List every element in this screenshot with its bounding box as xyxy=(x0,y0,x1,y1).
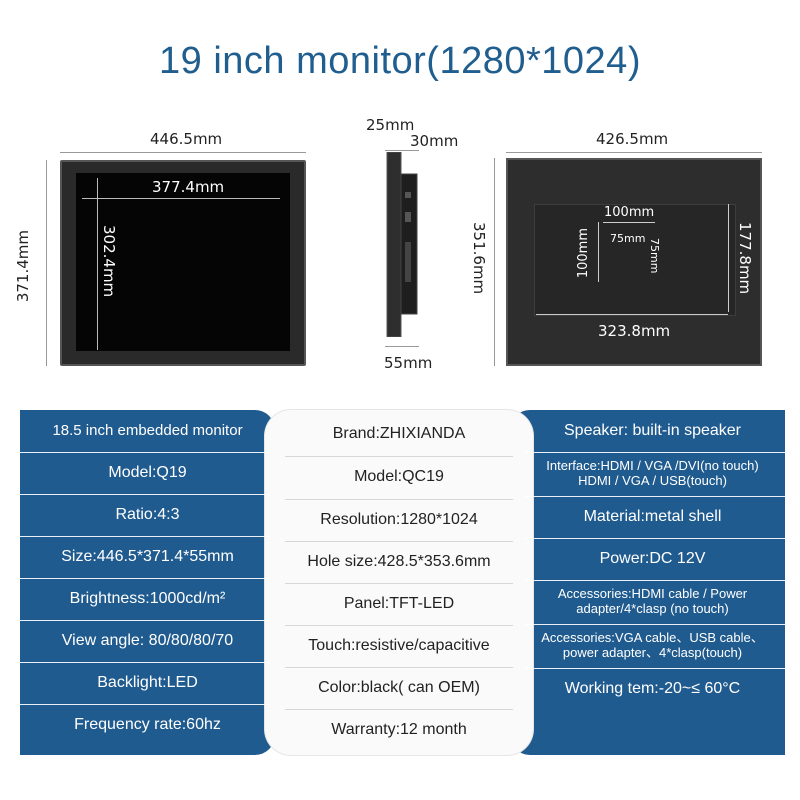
spec-right-3: Power:DC 12V xyxy=(599,549,706,567)
side-top-line xyxy=(385,150,419,151)
spec-left-sep xyxy=(20,452,270,453)
vesa-outer-vline xyxy=(598,222,599,282)
spec-center-sep xyxy=(285,667,513,668)
spec-center-sep xyxy=(285,625,513,626)
spec-right-sep xyxy=(525,538,785,539)
vesa-outer-line xyxy=(603,222,655,223)
spec-right-sep xyxy=(525,580,785,581)
spec-right-4: Accessories:HDMI cable / Power adapter/4… xyxy=(557,586,748,616)
side-depth-label: 25mm xyxy=(366,116,415,134)
vesa-outer-width-label: 100mm xyxy=(604,205,655,220)
spec-right-0: Speaker: built-in speaker xyxy=(564,421,741,439)
spec-left-7: Frequency rate:60hz xyxy=(74,715,221,733)
front-width-label: 446.5mm xyxy=(150,130,223,148)
side-bezel-label: 30mm xyxy=(410,132,459,150)
spec-center-sep xyxy=(285,499,513,500)
screen-width-line xyxy=(82,198,280,199)
back-mount-plate xyxy=(534,204,736,316)
spec-left-4: Brightness:1000cd/m² xyxy=(69,589,226,607)
spec-center-sep xyxy=(285,583,513,584)
vesa-inner-width-label: 75mm xyxy=(610,232,646,245)
vesa-outer-height-label: 100mm xyxy=(576,228,591,279)
spec-right-6: Working tem:-20~≤ 60°C xyxy=(564,679,741,697)
back-width-line xyxy=(506,152,762,153)
spec-center-1: Model:QC19 xyxy=(354,467,444,485)
spec-left-3: Size:446.5*371.4*55mm xyxy=(61,547,234,565)
spec-left-0: 18.5 inch embedded monitor xyxy=(52,422,243,440)
spec-left-sep xyxy=(20,578,270,579)
front-height-line xyxy=(46,160,47,366)
plate-width-label: 323.8mm xyxy=(598,322,671,340)
spec-left-sep xyxy=(20,536,270,537)
spec-center-2: Resolution:1280*1024 xyxy=(320,510,478,528)
spec-right-sep xyxy=(525,452,785,453)
spec-right-1: Interface:HDMI / VGA /DVI(no touch) HDMI… xyxy=(546,458,759,488)
spec-right-sep xyxy=(525,668,785,669)
spec-left-6: Backlight:LED xyxy=(97,673,198,691)
spec-left-1: Model:Q19 xyxy=(108,463,187,481)
spec-right-sep xyxy=(525,624,785,625)
spec-center-0: Brand:ZHIXIANDA xyxy=(332,424,466,442)
spec-right-2: Material:metal shell xyxy=(583,507,722,525)
plate-width-line xyxy=(536,314,728,315)
spec-left-sep xyxy=(20,662,270,663)
spec-center-sep xyxy=(285,709,513,710)
monitor-screen xyxy=(76,173,290,351)
spec-left-5: View angle: 80/80/80/70 xyxy=(61,631,234,649)
back-height-label: 351.6mm xyxy=(470,222,488,295)
spec-panel-left xyxy=(20,410,275,755)
spec-center-sep xyxy=(285,456,513,457)
spec-center-4: Panel:TFT-LED xyxy=(343,594,455,612)
monitor-back-view xyxy=(506,158,762,366)
side-bottom-line xyxy=(385,346,419,347)
spec-center-5: Touch:resistive/capacitive xyxy=(308,636,490,654)
monitor-side-view xyxy=(386,152,418,337)
spec-right-sep xyxy=(525,496,785,497)
plate-height-line xyxy=(728,204,729,312)
spec-panel-center xyxy=(265,410,533,755)
spec-center-6: Color:black( can OEM) xyxy=(318,678,480,696)
screen-height-label: 302.4mm xyxy=(100,225,118,298)
side-total-depth-label: 55mm xyxy=(384,354,433,372)
monitor-front-view xyxy=(60,160,306,366)
spec-right-5: Accessories:VGA cable、USB cable、power ad… xyxy=(541,630,764,660)
spec-left-2: Ratio:4:3 xyxy=(115,505,180,523)
front-height-label: 371.4mm xyxy=(14,230,32,303)
back-height-line xyxy=(494,158,495,366)
plate-height-label: 177.8mm xyxy=(736,222,754,295)
screen-width-label: 377.4mm xyxy=(152,178,225,196)
spec-left-sep xyxy=(20,704,270,705)
spec-table: 18.5 inch embedded monitor Model:Q19 Rat… xyxy=(20,410,785,760)
spec-center-7: Warranty:12 month xyxy=(331,720,467,738)
spec-left-sep xyxy=(20,494,270,495)
screen-height-line xyxy=(97,178,98,350)
spec-left-sep xyxy=(20,620,270,621)
spec-panel-right xyxy=(510,410,785,755)
page-title: 19 inch monitor(1280*1024) xyxy=(159,40,641,82)
back-width-label: 426.5mm xyxy=(596,130,669,148)
spec-center-sep xyxy=(285,541,513,542)
front-width-line xyxy=(60,152,306,153)
vesa-inner-height-label: 75mm xyxy=(648,238,661,274)
spec-center-3: Hole size:428.5*353.6mm xyxy=(307,552,491,570)
